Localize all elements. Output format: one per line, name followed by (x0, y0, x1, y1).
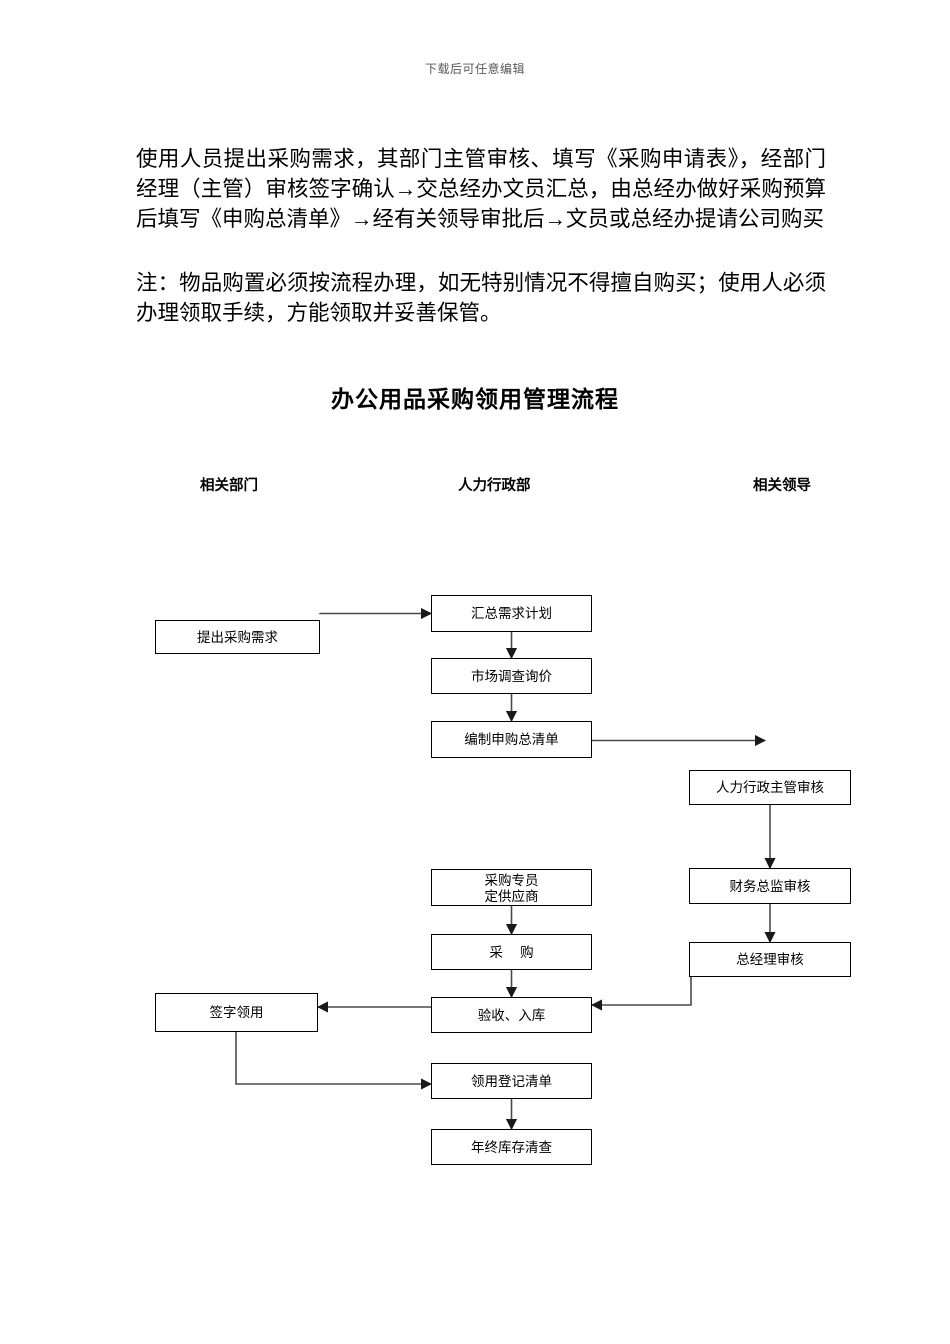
flowchart-title: 办公用品采购领用管理流程 (331, 386, 619, 412)
edge-n11-to-n12 (235, 1032, 433, 1090)
flow-node-n3: 市场调查询价 (431, 658, 592, 694)
flow-node-n13: 年终库存清查 (431, 1129, 592, 1165)
flow-node-n11: 签字领用 (155, 993, 318, 1032)
flow-node-label: 验收、入库 (477, 1007, 546, 1023)
flow-node-n9: 采 购 (431, 934, 592, 970)
flow-node-n8: 采购专员 定供应商 (431, 869, 592, 906)
flow-node-label: 签字领用 (209, 1005, 264, 1020)
flow-node-n12: 领用登记清单 (431, 1063, 592, 1099)
flow-node-label: 总经理审核 (736, 952, 804, 967)
flow-node-label: 采购专员 定供应商 (484, 873, 539, 904)
flow-node-label: 财务总监审核 (729, 878, 811, 894)
flow-node-n7: 总经理审核 (689, 942, 851, 977)
flow-node-label: 人力行政主管审核 (716, 780, 824, 795)
flow-node-n5: 人力行政主管审核 (689, 770, 851, 805)
page-watermark: 下载后可任意编辑 (424, 62, 525, 76)
flow-node-label: 提出采购需求 (197, 629, 278, 645)
flow-node-n2: 汇总需求计划 (431, 595, 592, 632)
flow-node-label: 年终库存清查 (471, 1139, 552, 1155)
flow-node-label: 市场调查询价 (471, 668, 552, 684)
paragraph-note: 注：物品购置必须按流程办理，如无特别情况不得擅自购买；使用人必须办理领取手续，方… (136, 271, 826, 325)
lane-header-hr-admin-department: 人力行政部 (458, 478, 531, 494)
flow-node-n1: 提出采购需求 (155, 620, 320, 654)
flow-node-n4: 编制申购总清单 (431, 721, 592, 758)
lane-header-related-leaders: 相关领导 (753, 478, 811, 494)
flow-node-label: 领用登记清单 (471, 1073, 552, 1089)
flow-node-n6: 财务总监审核 (689, 868, 851, 904)
paragraph-process-description: 使用人员提出采购需求，其部门主管审核、填写《采购申请表》，经部门经理（主管）审核… (136, 147, 826, 231)
flow-node-n10: 验收、入库 (431, 997, 592, 1033)
edge-n1-to-n2 (319, 607, 433, 620)
flow-node-label: 编制申购总清单 (464, 732, 559, 747)
lane-header-related-departments: 相关部门 (200, 478, 258, 494)
edge-n7-to-n10 (590, 977, 692, 1011)
flow-node-label: 采 购 (489, 944, 541, 960)
flow-node-label: 汇总需求计划 (471, 606, 552, 621)
